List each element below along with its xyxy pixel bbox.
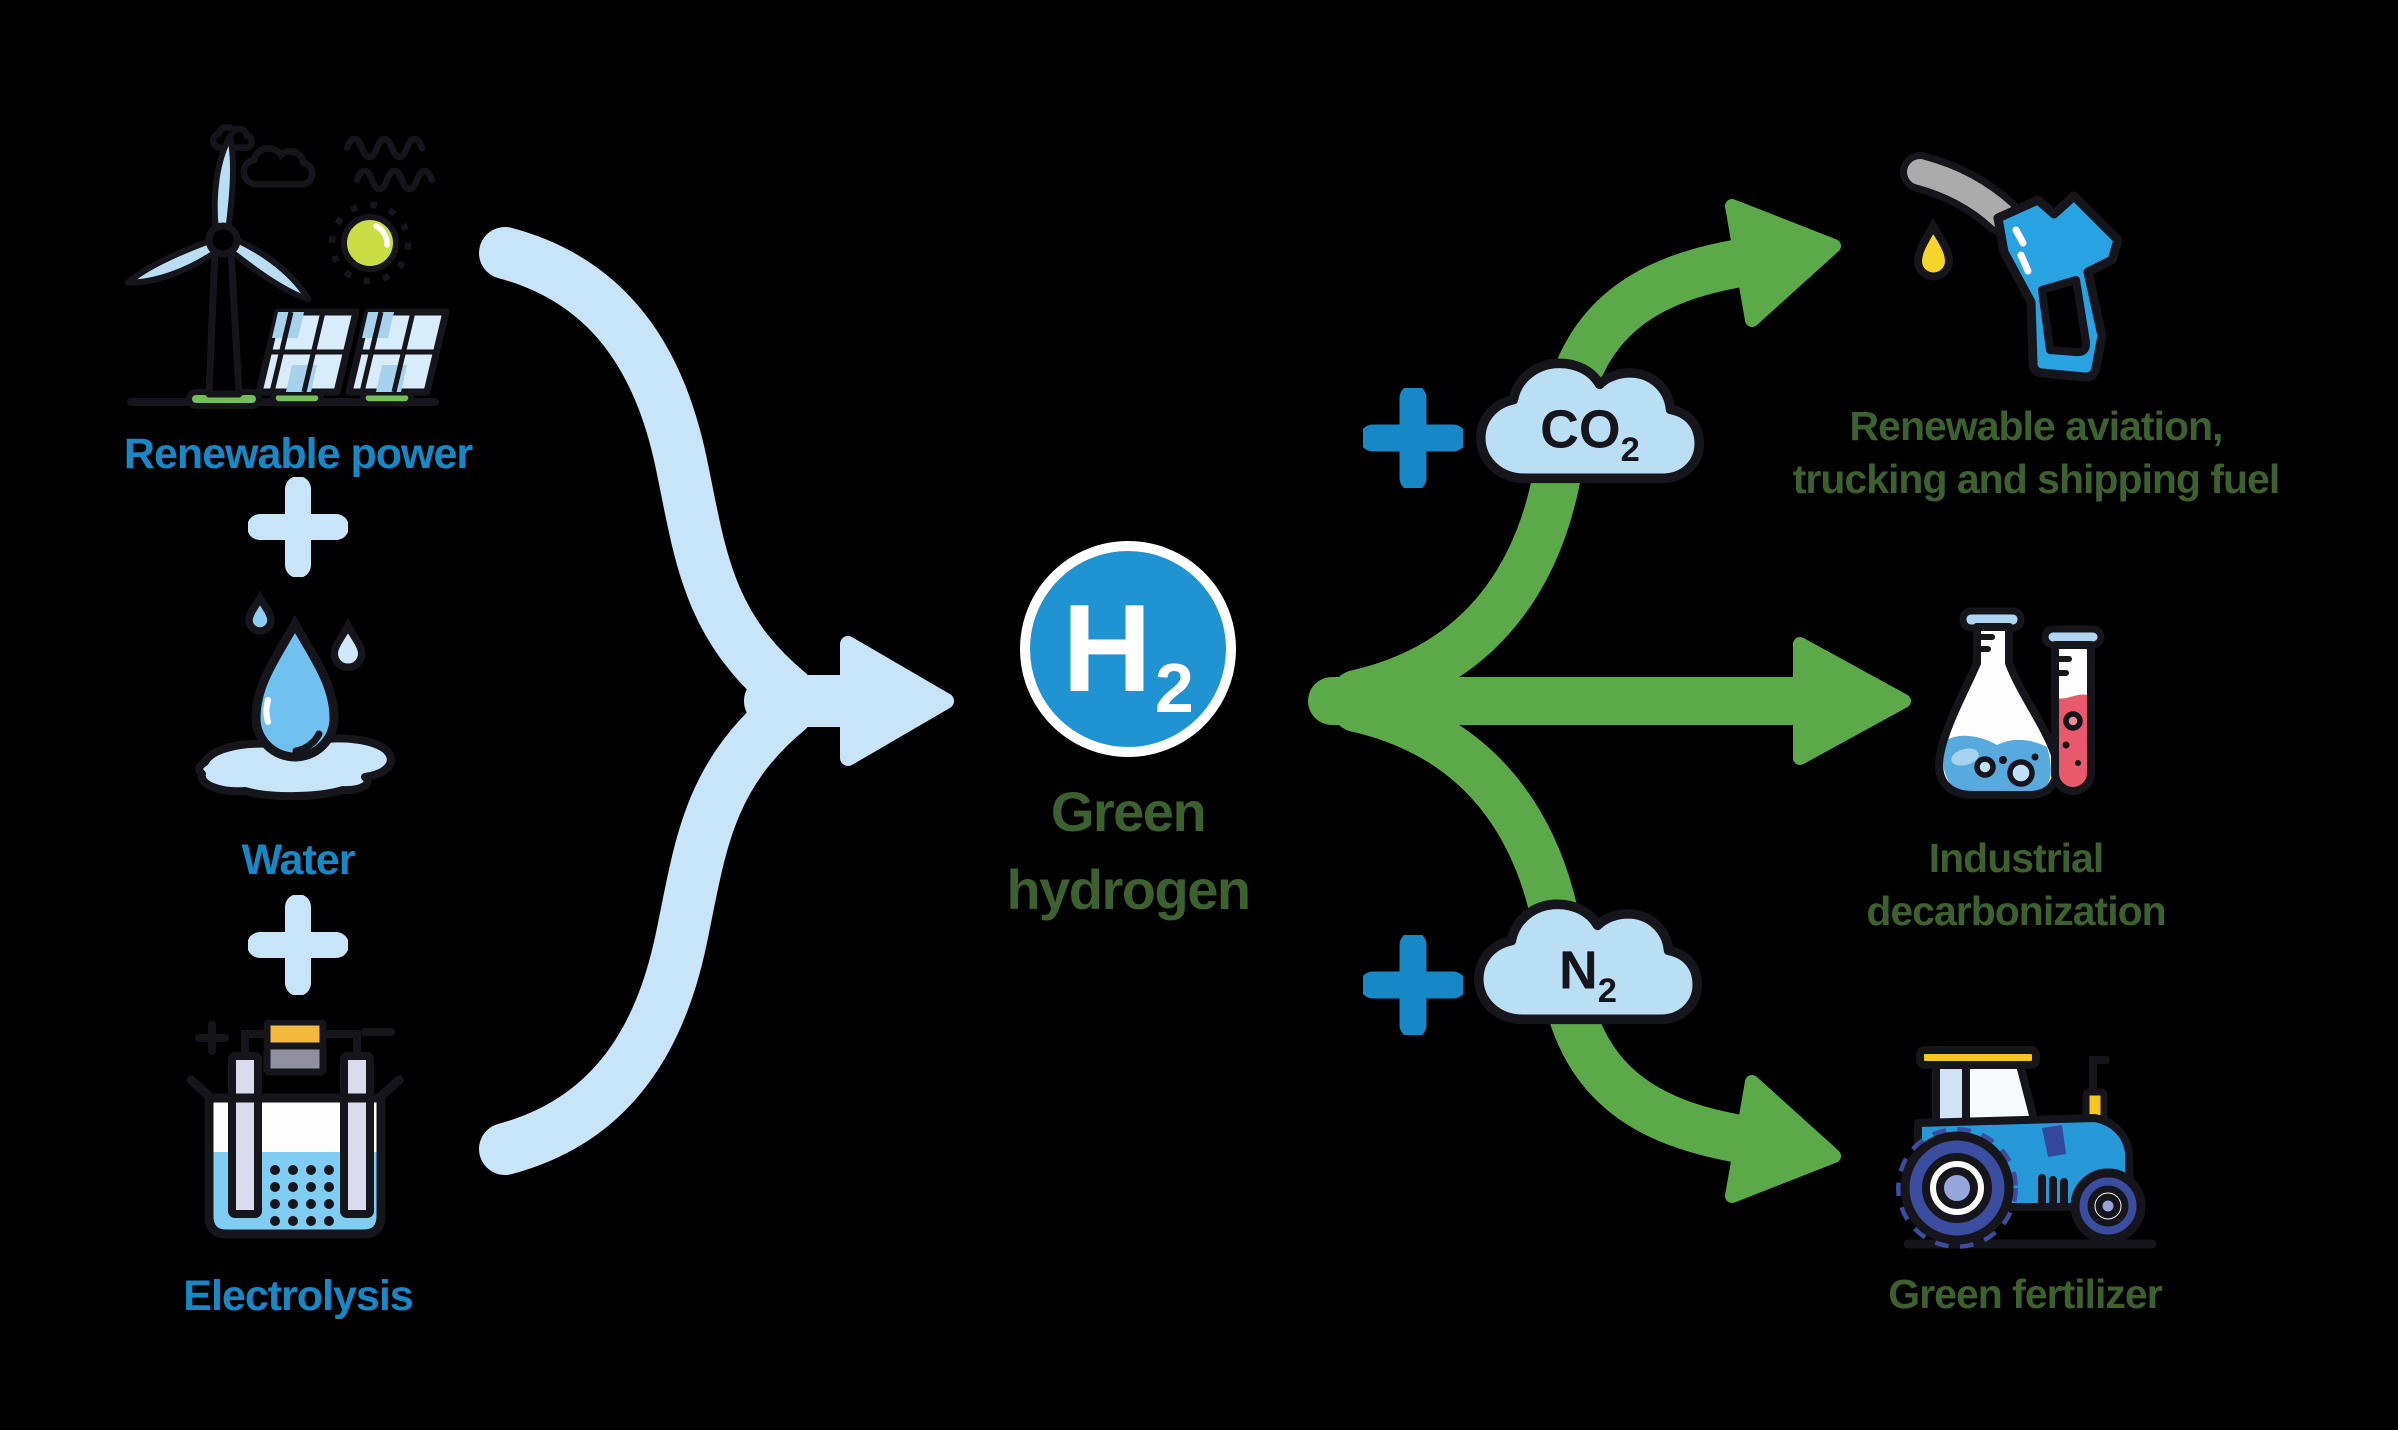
sun-icon [328, 201, 412, 285]
wind-turbine-icon [124, 133, 312, 409]
droplet-small-icon [330, 618, 366, 671]
fuel-nozzle-icon [1900, 152, 2123, 382]
wind-squiggle-icon [343, 135, 436, 193]
solar-panel-icon [255, 308, 360, 407]
output-label-fertilizer: Green fertilizer [1888, 1271, 2162, 1317]
power-block-bottom [263, 1042, 327, 1076]
renewable-power-icon [124, 124, 450, 409]
plus-icon [248, 895, 348, 995]
electrolysis-icon [186, 1020, 404, 1239]
center-label-green-hydrogen: Green hydrogen [1006, 780, 1251, 921]
n2-formula-subscript: 2 [1598, 972, 1617, 1010]
power-block-top [263, 1020, 327, 1050]
cloud-outline-icon [240, 145, 316, 188]
droplet-small-icon [245, 590, 275, 635]
n2-formula: N [1559, 941, 1598, 1001]
cab-window [1962, 1061, 2039, 1127]
input-label-water: Water [241, 836, 356, 884]
output-label-fuel: Renewable aviation, trucking and shippin… [1792, 403, 2281, 502]
co2-formula: CO [1540, 400, 1620, 460]
cab-window [1932, 1061, 1970, 1127]
water-icon [195, 590, 395, 801]
beaker-outline [204, 1093, 386, 1239]
nozzle-highlights [2012, 226, 2032, 275]
droplet-main-icon [251, 614, 339, 762]
exhaust-pipe [2089, 1056, 2110, 1096]
bubbles [270, 1165, 334, 1226]
h2-formula-subscript: 2 [1154, 649, 1194, 727]
electrode-icon [228, 1052, 262, 1218]
plus-icon [1363, 388, 1463, 488]
solar-panel-icon [345, 308, 450, 407]
merge-arrow-icon [479, 227, 954, 1175]
test-tube-liquid [2055, 694, 2091, 791]
tractor-icon [1896, 1046, 2157, 1249]
h2-molecule-badge: H 2 [1020, 541, 1236, 757]
electrode-icon [340, 1052, 374, 1218]
output-label-industry: Industrial decarbonization [1866, 835, 2166, 934]
co2-cloud-icon: CO2 [1475, 358, 1705, 484]
front-wheel-icon [2070, 1168, 2146, 1244]
nozzle-window [2038, 276, 2091, 357]
fuel-drop-icon [1913, 217, 1954, 281]
plus-icon [1363, 935, 1463, 1035]
rear-wheel-icon [1896, 1127, 2018, 1249]
svg-text:N2: N2 [1559, 941, 1617, 1010]
plus-terminal-icon [195, 1021, 229, 1055]
svg-text:CO2: CO2 [1540, 400, 1640, 469]
co2-formula-subscript: 2 [1621, 431, 1640, 469]
h2-formula: H [1062, 580, 1152, 718]
plus-icon [248, 477, 348, 577]
n2-cloud-icon: N2 [1473, 899, 1703, 1025]
grille [2038, 1174, 2068, 1207]
input-label-electrolysis: Electrolysis [183, 1272, 413, 1320]
input-label-renewable-power: Renewable power [123, 430, 473, 478]
industry-flasks-icon [1935, 607, 2105, 799]
